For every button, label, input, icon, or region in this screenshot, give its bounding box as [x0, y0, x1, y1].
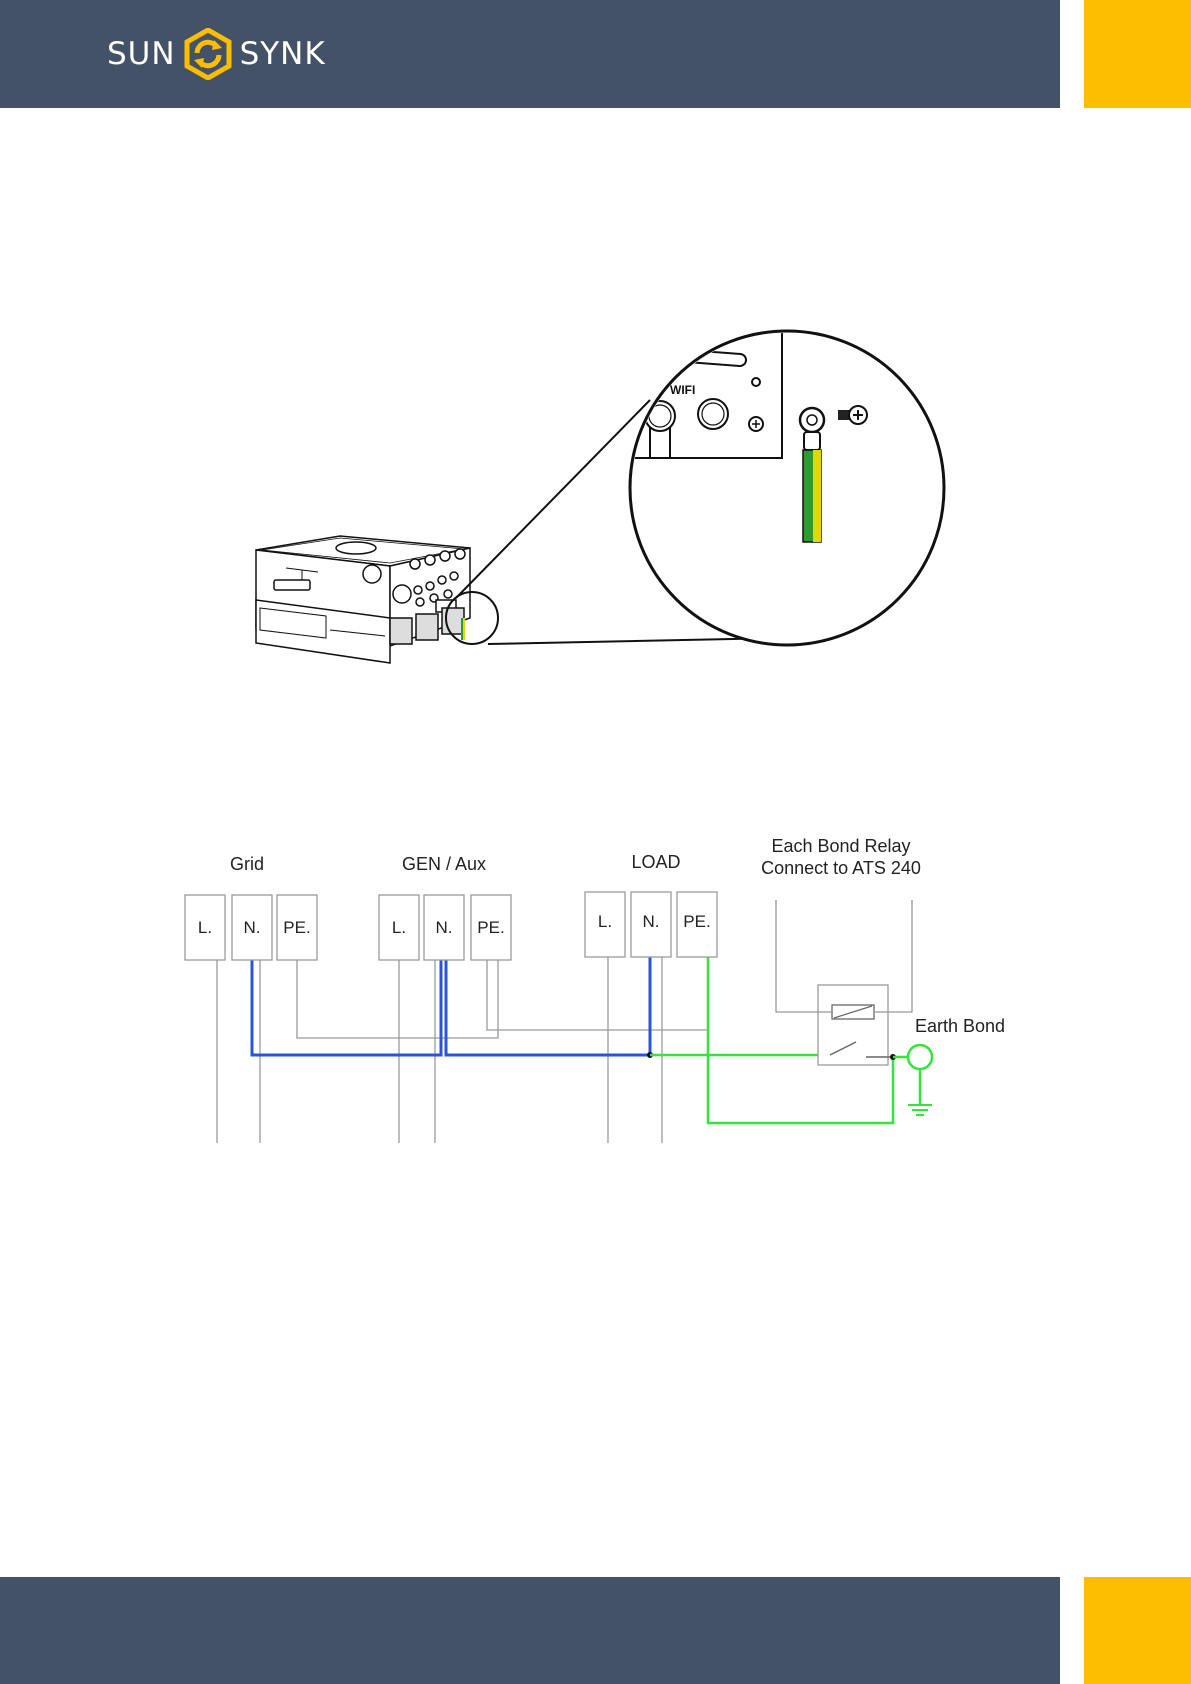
grid-terminal-pe-label: PE.	[283, 918, 310, 937]
callout-line-top	[456, 400, 650, 598]
group-title-grid: Grid	[230, 854, 264, 874]
gen-terminal-n-label: N.	[436, 918, 453, 937]
load-terminal-pe-label: PE.	[683, 912, 710, 931]
logo-word-left: SUN	[107, 36, 176, 72]
neutral-wires	[252, 957, 650, 1055]
sunsynk-hexagon-icon	[184, 28, 232, 80]
group-title-load: LOAD	[631, 852, 680, 872]
gen-terminal-l-label: L.	[392, 918, 406, 937]
gen-terminals: L. N. PE.	[379, 895, 511, 960]
logo-word-right: SYNK	[240, 36, 326, 72]
earth-ground-icon	[893, 1045, 932, 1115]
group-title-gen: GEN / Aux	[402, 854, 486, 874]
load-terminal-l-label: L.	[598, 912, 612, 931]
sunsynk-logo: SUN SYNK	[107, 26, 326, 82]
grid-terminals: L. N. PE.	[185, 895, 317, 960]
relay-label-line1: Each Bond Relay	[771, 836, 910, 856]
footer-bar	[0, 1577, 1060, 1684]
magnified-detail: WIFI	[570, 318, 944, 645]
grid-terminal-n-label: N.	[244, 918, 261, 937]
footer-accent-tab	[1084, 1577, 1191, 1684]
header-accent-tab	[1084, 0, 1191, 108]
wifi-label: WIFI	[670, 383, 695, 397]
load-terminal-n-label: N.	[643, 912, 660, 931]
bond-relay-icon	[818, 985, 893, 1065]
load-terminals: L. N. PE.	[585, 892, 717, 957]
relay-label-line2: Connect to ATS 240	[761, 858, 921, 878]
earth-bond-wiring-diagram: Grid GEN / Aux LOAD Each Bond Relay Conn…	[170, 825, 1020, 1150]
inverter-earth-connection-figure: WIFI	[240, 318, 960, 678]
inverter-body-illustration	[256, 536, 470, 663]
earth-ring-lug-icon	[800, 408, 824, 542]
grey-wires	[217, 900, 912, 1143]
callout-line-bottom	[488, 638, 780, 644]
gen-terminal-pe-label: PE.	[477, 918, 504, 937]
grid-terminal-l-label: L.	[198, 918, 212, 937]
earth-bond-label: Earth Bond	[915, 1016, 1005, 1036]
